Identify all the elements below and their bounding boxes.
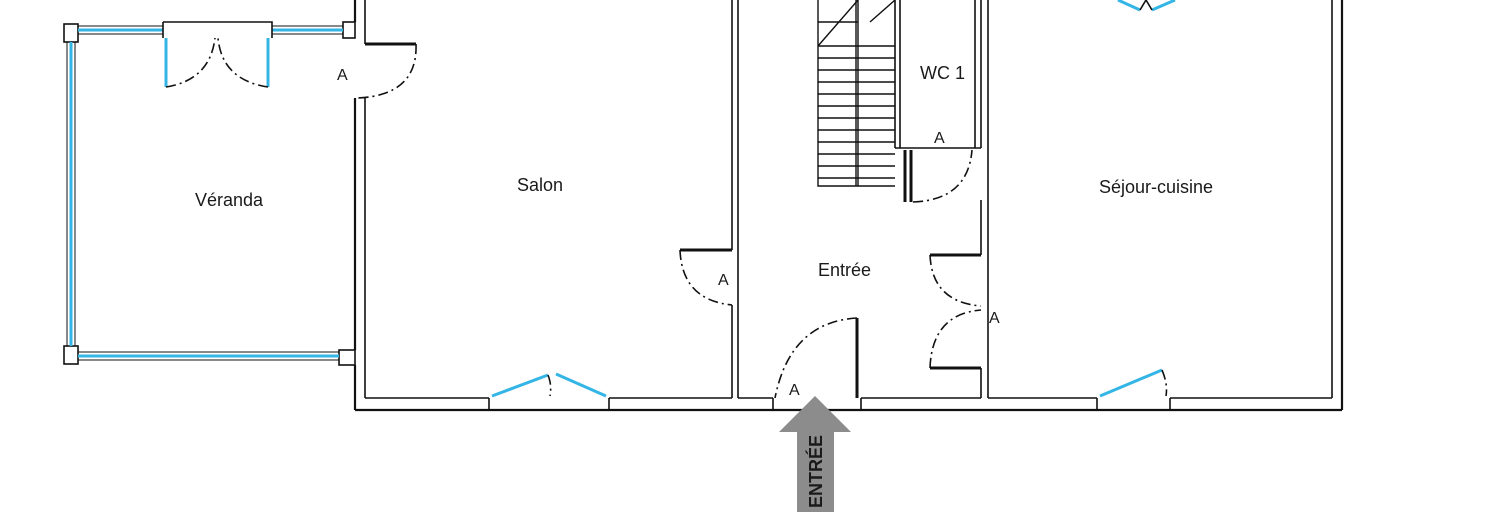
windows xyxy=(491,0,1176,398)
door-marker: A xyxy=(337,67,348,84)
entree-label: Entrée xyxy=(818,260,871,280)
door-markers: A A A A A xyxy=(337,67,1000,399)
entrance-arrow-label: ENTRÉE xyxy=(805,435,826,508)
room-labels: Véranda Salon Entrée WC 1 Séjour-cuisine xyxy=(195,63,1213,280)
door-marker: A xyxy=(989,310,1000,327)
door-marker: A xyxy=(934,130,945,147)
sejour-label: Séjour-cuisine xyxy=(1099,177,1213,197)
staircase xyxy=(817,0,896,187)
veranda-glazing xyxy=(63,21,356,366)
veranda-label: Véranda xyxy=(195,190,264,210)
entrance-arrow: ENTRÉE xyxy=(779,396,851,512)
wc-label: WC 1 xyxy=(920,63,965,83)
salon-label: Salon xyxy=(517,175,563,195)
door-marker: A xyxy=(789,382,800,399)
door-marker: A xyxy=(718,272,729,289)
exterior-walls xyxy=(353,0,1344,412)
doors xyxy=(357,42,982,399)
